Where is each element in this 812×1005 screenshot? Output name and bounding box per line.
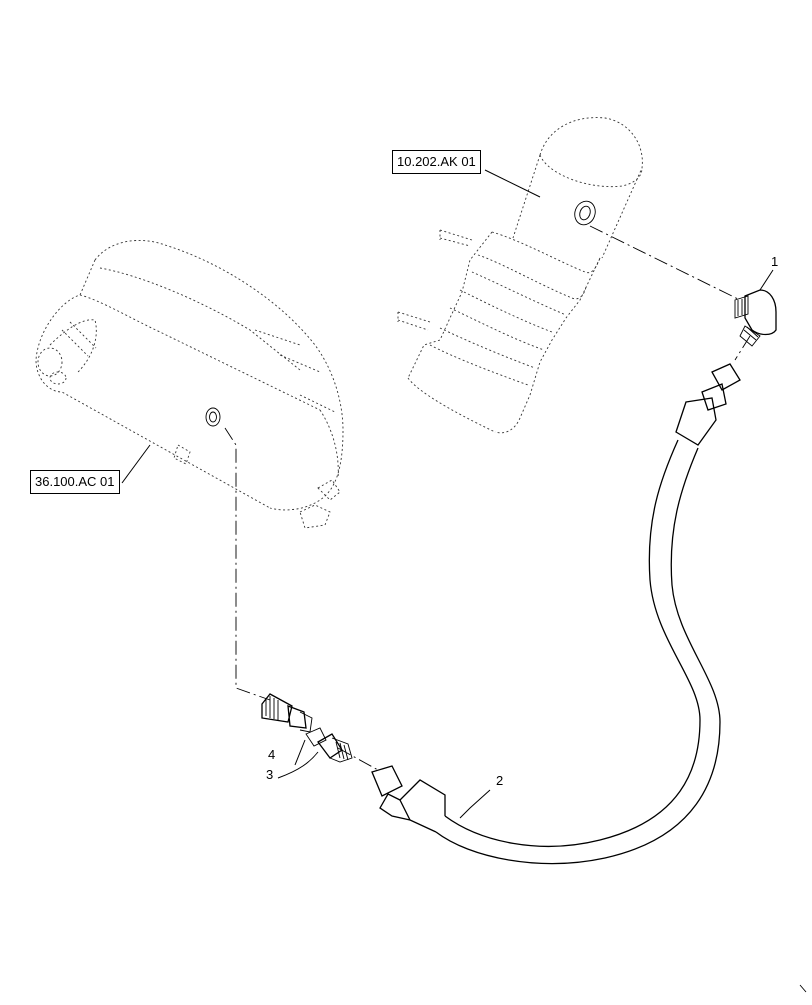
reference-upper-label[interactable]: 10.202.AK 01 — [392, 150, 481, 174]
centerline-left — [224, 427, 271, 701]
adapter-fitting — [305, 727, 353, 763]
centerline-upper — [589, 225, 741, 301]
callout-3: 3 — [266, 767, 274, 782]
hose-assembly — [371, 363, 741, 865]
callout-1: 1 — [771, 254, 779, 269]
pressure-sensor — [261, 693, 313, 733]
air-intake-pipe — [397, 117, 643, 434]
callout-2: 2 — [496, 773, 504, 788]
callout-4: 4 — [268, 747, 276, 762]
reference-left-label[interactable]: 36.100.AC 01 — [30, 470, 120, 494]
elbow-fitting — [734, 289, 777, 347]
port-hole-tank — [205, 407, 221, 427]
port-hole-upper — [574, 200, 596, 226]
fuel-tank — [35, 240, 344, 529]
